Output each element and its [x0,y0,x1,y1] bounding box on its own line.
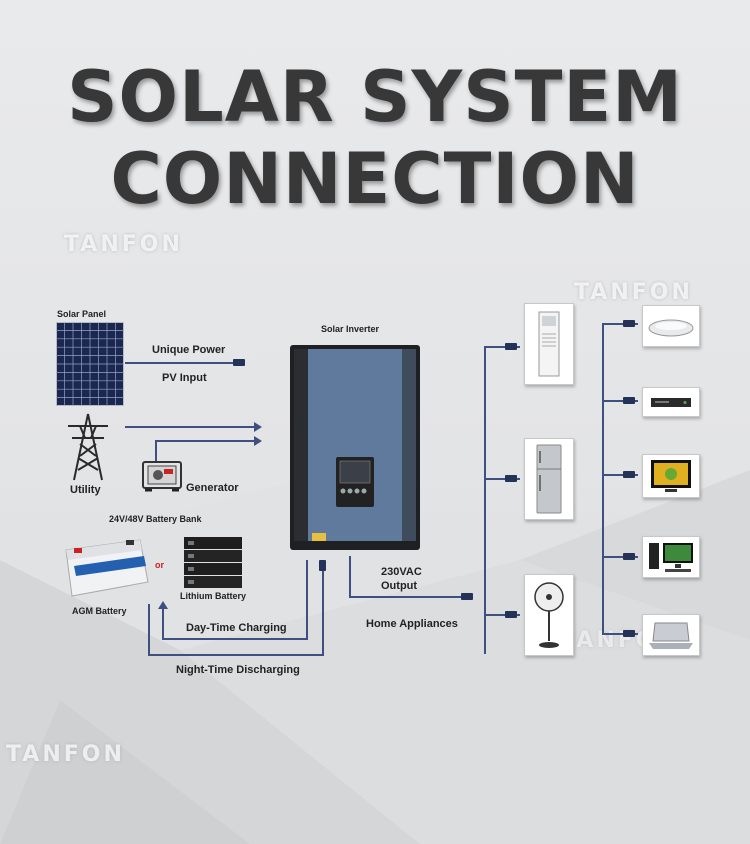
dvd-player-card [642,387,700,417]
agm-battery-label: AGM Battery [72,606,127,616]
charging-arrow [158,601,168,609]
battery-connector [319,560,326,571]
air-conditioner-card [524,303,574,385]
appliance-bus [602,323,604,635]
watermark: TANFON [574,280,693,305]
appliance-connector [505,343,517,350]
lithium-battery-icon [184,537,242,588]
output-wire [349,556,351,598]
pv-input-label: PV Input [162,372,207,384]
output-connector [461,593,473,600]
laptop-icon [649,622,693,649]
appliance-branch [484,346,520,348]
solar-inverter-label: Solar Inverter [321,324,380,334]
tv-icon [651,460,691,492]
appliance-connector [623,397,635,404]
battery-wire [148,604,150,656]
appliance-branch [602,323,638,325]
night-discharging-wire [322,566,324,656]
battery-bank-label: 24V/48V Battery Bank [109,514,202,524]
night-discharging-label: Night-Time Discharging [176,664,300,676]
utility-wire [125,426,255,428]
appliance-connector [505,475,517,482]
page-title-line-2: CONNECTION [110,138,640,220]
output-label: Output [381,580,418,592]
laptop-card [642,614,700,656]
watermark: TANFON [6,742,125,767]
refrigerator-card [524,438,574,520]
watermark: TANFON [64,232,183,257]
fan-card [524,574,574,656]
appliance-bus [484,346,486,654]
utility-label: Utility [70,484,101,496]
ceiling-lamp-icon [648,319,694,337]
generator-icon [142,461,182,492]
appliance-branch [602,556,638,558]
output-wire [349,596,469,598]
air-conditioner-icon [538,311,560,377]
home-appliances-label: Home Appliances [366,618,458,630]
transmission-tower-icon [68,413,108,481]
day-charging-wire [306,560,308,640]
tv-card [642,454,700,498]
appliance-connector [623,630,635,637]
appliance-connector [505,611,517,618]
appliance-branch [484,614,520,616]
solar-panel-icon [56,322,124,406]
battery-wire [162,604,164,640]
or-label: or [155,560,164,570]
dvd-player-icon [651,398,691,407]
generator-arrow [254,436,262,446]
ceiling-lamp-card [642,305,700,347]
inverter-icon [290,345,420,550]
desktop-computer-card [642,536,700,578]
day-charging-label: Day-Time Charging [186,622,287,634]
day-charging-wire [162,638,308,640]
appliance-branch [602,633,638,635]
appliance-connector [623,320,635,327]
refrigerator-icon [536,444,562,514]
agm-battery-icon [65,539,149,597]
generator-label: Generator [186,482,239,494]
generator-wire [155,440,157,462]
page-title-line-1: SOLAR SYSTEM [67,56,683,138]
appliance-connector [623,471,635,478]
solar-panel-label: Solar Panel [57,309,107,319]
generator-wire [155,440,255,442]
appliance-branch [602,474,638,476]
pv-input-wire [125,362,237,364]
output-voltage-label: 230VAC [381,566,422,578]
lithium-battery-label: Lithium Battery [180,591,247,601]
appliance-branch [602,400,638,402]
desktop-computer-icon [649,543,693,572]
unique-power-label: Unique Power [152,344,226,356]
utility-arrow [254,422,262,432]
appliance-connector [623,553,635,560]
pv-connector [233,359,245,366]
fan-icon [534,582,564,648]
night-discharging-wire [148,654,324,656]
appliance-branch [484,478,520,480]
